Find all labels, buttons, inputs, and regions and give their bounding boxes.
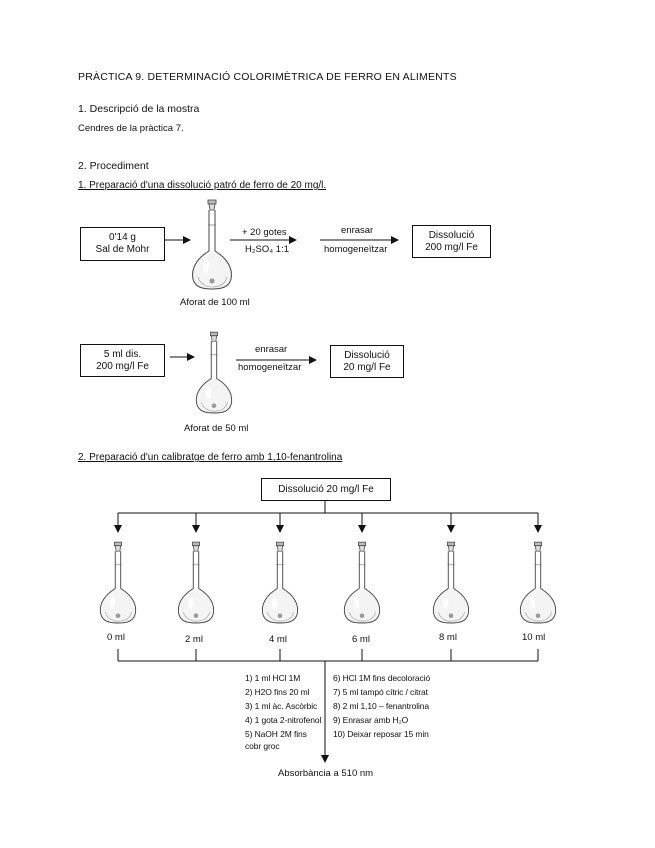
- step-item: 4) 1 gota 2-nitrofenol: [245, 715, 322, 725]
- homogenize-label: homogeneïtzar: [324, 244, 388, 255]
- step-item: 3) 1 ml àc. Ascòrbic: [245, 701, 318, 711]
- calibration-flask: [260, 538, 300, 628]
- step-item: 9) Enrasar amb H₂O: [333, 715, 409, 725]
- step-item: 8) 2 ml 1,10 – fenantrolina: [333, 701, 430, 711]
- subsection-heading-calibration: 2. Preparació d'un calibratge de ferro a…: [78, 452, 343, 463]
- mohr-salt-box: 0'14 g Sal de Mohr: [80, 227, 165, 261]
- solution-200-line1: Dissolució: [428, 229, 475, 241]
- make-up-label: enrasar: [341, 225, 374, 236]
- stock-solution-label: Dissolució 20 mg/l Fe: [278, 483, 374, 495]
- solution-200-line2: 200 mg/l Fe: [425, 241, 478, 253]
- volumetric-flask-50ml: [194, 328, 234, 418]
- step-item: cobr groc: [245, 741, 280, 751]
- flask-volume-label: 4 ml: [269, 634, 287, 645]
- section-heading-description: 1. Descripció de la mostra: [78, 103, 200, 115]
- dilution-source-box: 5 ml dis. 200 mg/l Fe: [80, 344, 165, 377]
- calibration-flask: [98, 538, 138, 628]
- solution-200-box: Dissolució 200 mg/l Fe: [412, 225, 491, 258]
- flask-volume-label: 0 ml: [107, 632, 125, 643]
- step-item: 2) H2O fins 20 ml: [245, 687, 310, 697]
- calibration-flask: [518, 538, 558, 628]
- flask-volume-label: 10 ml: [522, 632, 546, 643]
- dilution-source-line2: 200 mg/l Fe: [96, 360, 149, 372]
- flask-volume-label: 6 ml: [352, 634, 370, 645]
- flask-volume-label: 8 ml: [439, 632, 457, 643]
- step-item: 6) HCl 1M fins decoloració: [333, 673, 431, 683]
- flask-100ml-label: Aforat de 100 ml: [180, 297, 250, 308]
- mohr-salt-mass: 0'14 g: [109, 232, 136, 243]
- step-item: 1) 1 ml HCl 1M: [245, 673, 301, 683]
- stock-solution-box: Dissolució 20 mg/l Fe: [261, 478, 391, 501]
- page-title: PRÀCTICA 9. DETERMINACIÓ COLORIMÈTRICA D…: [78, 71, 457, 83]
- solution-20-box: Dissolució 20 mg/l Fe: [330, 345, 404, 378]
- step-item: 7) 5 ml tampó cítric / citrat: [333, 687, 428, 697]
- calibration-flask: [342, 538, 382, 628]
- solution-20-line2: 20 mg/l Fe: [343, 361, 391, 373]
- add-drops-label: + 20 gotes: [242, 227, 287, 238]
- dilution-source-line1: 5 ml dis.: [103, 348, 142, 360]
- flask-volume-label: 2 ml: [185, 634, 203, 645]
- calibration-flask: [431, 538, 471, 628]
- mohr-salt-label: Sal de Mohr: [95, 244, 150, 255]
- calibration-flask: [176, 538, 216, 628]
- homogenize-label-2: homogeneïtzar: [238, 362, 302, 373]
- sample-description: Cendres de la pràctica 7.: [78, 123, 184, 134]
- section-heading-procedure: 2. Procediment: [78, 160, 149, 172]
- make-up-label-2: enrasar: [255, 344, 288, 355]
- absorbance-result: Absorbància a 510 nm: [278, 768, 374, 779]
- volumetric-flask-100ml: [190, 199, 234, 291]
- step-item: 5) NaOH 2M fins: [245, 729, 307, 739]
- acid-label: H₂SO₄ 1:1: [245, 244, 289, 255]
- flask-50ml-label: Aforat de 50 ml: [184, 423, 249, 434]
- solution-20-line1: Dissolució: [344, 349, 390, 361]
- subsection-heading-standard: 1. Preparació d'una dissolució patró de …: [78, 180, 327, 191]
- step-item: 10) Deixar reposar 15 min: [333, 729, 429, 739]
